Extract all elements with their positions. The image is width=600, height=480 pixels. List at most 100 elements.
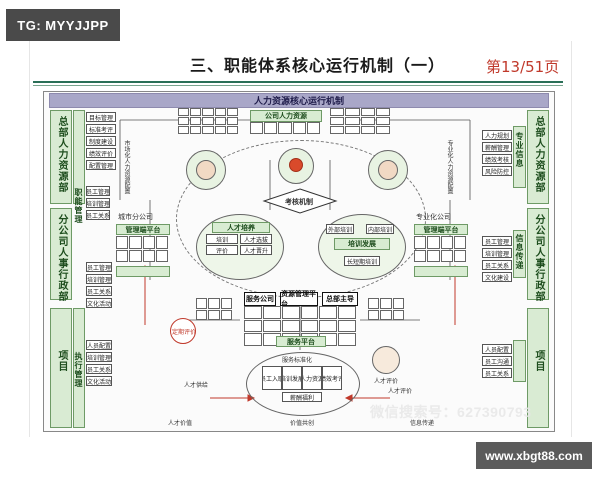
bottom-left-mini-table xyxy=(196,298,232,320)
bottom-col: 服务公司 xyxy=(244,292,276,306)
bottom-oval-title: 服务标准化 xyxy=(282,357,313,364)
left-exec-bar xyxy=(73,308,85,428)
right-info-label: 专业信息 xyxy=(515,132,524,168)
left-item: 培训管理 xyxy=(86,274,112,284)
left-item: 绩效评价 xyxy=(86,148,116,158)
left-group-hq-label: 总部人力资源部 xyxy=(56,116,67,193)
left-item: 员工关系 xyxy=(86,210,110,220)
bottom-oval-item: 薪酬福利 xyxy=(282,392,322,402)
left-item: 培训管理 xyxy=(86,352,112,362)
right-group-hq xyxy=(527,110,549,204)
center-red-dot xyxy=(289,158,303,172)
right-group-branch xyxy=(527,208,549,300)
right-info-label-2: 信息传递 xyxy=(515,234,524,270)
top-center-label: 公司人力资源 xyxy=(250,110,322,122)
right-company-footer xyxy=(414,266,468,277)
right-item: 薪酬管理 xyxy=(482,142,512,152)
right-lens-item: 内部培训 xyxy=(366,224,394,234)
left-item: 配置管理 xyxy=(86,160,116,170)
footer-mid: 价值共创 xyxy=(290,420,315,427)
left-item: 制度建设 xyxy=(86,136,116,146)
right-info-bar-2 xyxy=(513,230,526,278)
left-bottom-circle xyxy=(170,318,196,344)
right-group-project xyxy=(527,308,549,428)
bottom-table-label: 服务平台 xyxy=(276,336,326,347)
left-item: 员工关系 xyxy=(86,364,112,374)
left-company-table xyxy=(116,236,168,262)
core-label: 考核机制 xyxy=(285,198,313,206)
page-indicator: 第13/51页 xyxy=(486,58,560,76)
bottom-oval-item: 人力资源 xyxy=(302,366,322,390)
right-lens-title: 培训发展 xyxy=(334,238,390,250)
right-company-label: 专业化公司 xyxy=(416,213,451,221)
left-lens-item: 评价 xyxy=(206,245,238,255)
left-item: 人员配置 xyxy=(86,340,112,350)
right-item: 人员配置 xyxy=(482,344,512,354)
right-lens-item: 外部培训 xyxy=(326,224,354,234)
top-right-table xyxy=(330,108,390,134)
left-company-label: 城市分公司 xyxy=(118,213,153,221)
top-center-table xyxy=(250,122,320,134)
left-group-project xyxy=(50,308,72,428)
bottom-right-mini-table xyxy=(368,298,404,320)
title-rule-thin xyxy=(33,85,563,86)
right-item: 培训管理 xyxy=(482,248,512,258)
arrow-label-left: 人才供给 xyxy=(184,382,209,389)
right-item: 员工关系 xyxy=(482,368,512,378)
bottom-oval-item: 培训发展 xyxy=(282,366,302,390)
left-function-label: 职能管理 xyxy=(74,188,83,224)
right-item: 人力规划 xyxy=(482,130,512,140)
left-item: 文化活动 xyxy=(86,298,112,308)
left-group-hq xyxy=(50,110,72,204)
left-item: 员工关系 xyxy=(86,286,112,296)
left-lens-item: 培训 xyxy=(206,234,238,244)
right-group-branch-label: 分公司人事行政部 xyxy=(533,214,544,302)
diagram-header: 人力资源核心运行机制 xyxy=(49,93,549,108)
left-group-branch-label: 分公司人事行政部 xyxy=(56,214,67,302)
title-rule xyxy=(33,81,563,83)
left-lens-item: 人才选拔 xyxy=(240,234,272,244)
right-item: 风险防控 xyxy=(482,166,512,176)
bottom-oval-item: 绩效考评 xyxy=(322,366,342,390)
left-lens-title: 人才培养 xyxy=(212,222,270,233)
left-item: 标准考评 xyxy=(86,124,116,134)
bottom-col: 资源管理平台 xyxy=(280,290,318,308)
footer-left: 人才价值 xyxy=(168,420,193,427)
right-group-hq-label: 总部人力资源部 xyxy=(533,116,544,193)
core-diamond xyxy=(262,188,338,214)
left-lens-item: 人才晋升 xyxy=(240,245,272,255)
right-group-project-label: 项目 xyxy=(533,350,544,372)
bottom-col: 总部主导 xyxy=(322,292,358,306)
top-left-table xyxy=(178,108,238,134)
right-info-bar xyxy=(513,126,526,188)
left-top-circle-inner xyxy=(196,160,216,180)
page-title: 三、职能体系核心运行机制（一） xyxy=(190,56,446,75)
left-item: 目标管理 xyxy=(86,112,116,122)
right-item: 文化建设 xyxy=(482,272,512,282)
ring-right-label: 专业化人力资源配置 xyxy=(446,140,453,194)
right-bottom-circle xyxy=(372,346,400,374)
left-function-bar xyxy=(73,110,85,204)
left-exec-label: 执行管理 xyxy=(74,352,83,388)
left-item: 文化活动 xyxy=(86,376,112,386)
left-group-project-label: 项目 xyxy=(56,350,67,372)
left-group-branch xyxy=(50,208,72,300)
right-lens-item: 长短期培训 xyxy=(344,256,380,266)
right-company-platform: 管理端平台 xyxy=(414,224,468,235)
bottom-oval xyxy=(246,352,360,416)
watermark-bottom: www.xbgt88.com xyxy=(476,442,592,469)
left-item: 培训管理 xyxy=(86,198,110,208)
bottom-oval-item: 员工入职 xyxy=(262,366,282,390)
footer-right: 信息传递 xyxy=(410,420,435,427)
left-item: 员工管理 xyxy=(86,262,112,272)
overlay-watermark-text: 微信搜索号：627390793 xyxy=(370,404,532,420)
bottom-service-table xyxy=(244,306,356,346)
left-company-platform: 管理端平台 xyxy=(116,224,170,235)
right-info-bar-3 xyxy=(513,340,526,382)
watermark-top: TG: MYYJJPP xyxy=(6,9,120,41)
right-company-table xyxy=(414,236,466,262)
right-item: 绩效考核 xyxy=(482,154,512,164)
right-bottom-circle-label: 人才评价 xyxy=(374,378,399,385)
right-item: 员工沟通 xyxy=(482,356,512,366)
right-item: 员工关系 xyxy=(482,260,512,270)
